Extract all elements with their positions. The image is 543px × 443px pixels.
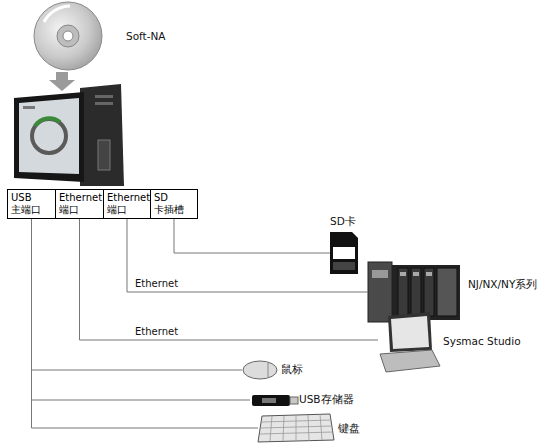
cable-label: Ethernet	[135, 326, 178, 338]
controller-led	[413, 272, 419, 276]
keyboard-shape	[258, 414, 334, 442]
ethernet-port-cell: Ethernet 端口	[55, 189, 104, 219]
sd-card-label	[333, 247, 355, 259]
sd-card-band	[333, 262, 355, 270]
node-label: SD卡	[330, 215, 356, 228]
node-label: USB存储器	[299, 393, 354, 406]
mouse-device: 鼠标	[242, 360, 278, 380]
controller-device: NJ/NX/NY系列	[368, 262, 460, 322]
node-label: Ethernet 端口	[107, 192, 147, 216]
cd-hole	[63, 31, 73, 41]
controller-led	[426, 272, 432, 276]
sd-card-device: SD卡	[330, 232, 358, 274]
pc-vent	[95, 102, 113, 105]
cd-hub	[57, 25, 79, 47]
laptop-screen	[391, 316, 429, 349]
controller-cpu	[368, 262, 392, 322]
node-label: Ethernet 端口	[59, 192, 100, 216]
controller-module	[437, 268, 457, 316]
pc-vent	[95, 95, 113, 98]
mouse-button-line	[268, 363, 269, 377]
usb-storage-device: USB存储器	[250, 393, 298, 407]
monitor-screen	[19, 98, 79, 174]
usb-stick-plug	[290, 397, 298, 404]
node-label: Sysmac Studio	[443, 335, 521, 348]
monitor-frame	[14, 92, 84, 182]
cable-line	[32, 219, 259, 428]
node-label: NJ/NX/NY系列	[468, 278, 537, 291]
cable-line	[32, 219, 251, 400]
screen-logo	[23, 106, 35, 109]
controller-module	[424, 268, 434, 316]
sd-card	[330, 232, 358, 274]
cable-line	[174, 219, 330, 253]
cable-line	[32, 219, 243, 370]
controller-module	[398, 268, 408, 316]
screen-gauge	[32, 119, 66, 153]
cd-disc	[34, 2, 102, 70]
pc-body	[80, 84, 124, 186]
laptop-base	[380, 350, 440, 372]
controller-led	[400, 272, 406, 276]
software-disc: Soft-NA	[30, 0, 106, 72]
cable-line	[127, 219, 368, 292]
keyboard-device: 键盘	[258, 414, 334, 442]
node-label: 键盘	[338, 422, 360, 435]
node-label: 鼠标	[281, 363, 303, 376]
node-label: Soft-NA	[126, 30, 166, 43]
controller-module	[411, 268, 421, 316]
pc-panel	[98, 140, 110, 170]
install-arrow	[49, 72, 75, 91]
screen-gauge-arc	[35, 118, 60, 126]
usb-port-cell: USB 主端口	[7, 189, 56, 219]
laptop-lid	[388, 312, 432, 352]
keyboard-keys	[260, 414, 333, 441]
cable-line	[80, 219, 379, 340]
node-label: USB 主端口	[11, 192, 52, 216]
node-label: SD 卡插槽	[154, 192, 194, 216]
controller-display	[372, 270, 388, 278]
usb-stick-body	[252, 395, 290, 406]
cable-label: Ethernet	[135, 278, 178, 290]
cd-highlight	[44, 6, 70, 22]
mouse-shape	[243, 361, 277, 379]
laptop-device: Sysmac Studio	[378, 312, 438, 368]
ethernet-port-cell: Ethernet 端口	[103, 189, 151, 219]
sd-slot-cell: SD 卡插槽	[150, 189, 198, 219]
usb-stick-label	[262, 398, 276, 403]
